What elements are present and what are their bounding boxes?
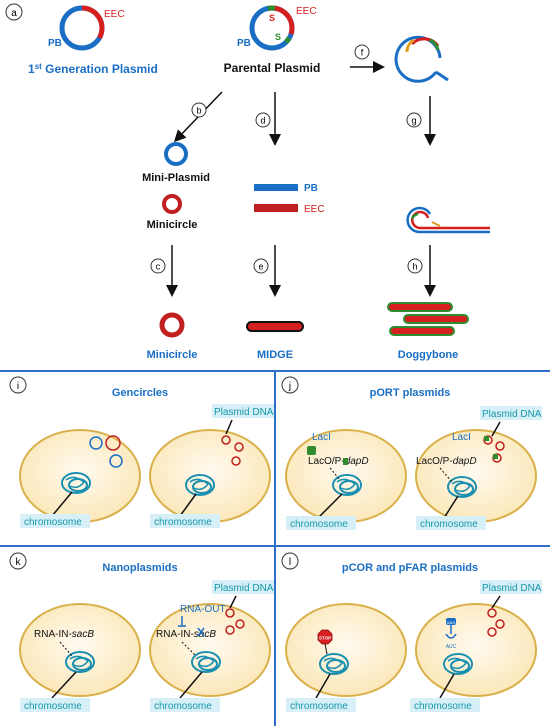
chromosome-i-1	[61, 472, 91, 494]
first-gen-plasmid: EEC PB	[48, 5, 125, 51]
svg-text:PB: PB	[304, 183, 318, 194]
chromosome-j-1	[332, 474, 362, 496]
trna-icon: UAG AUC	[445, 618, 457, 650]
svg-text:LacI: LacI	[312, 432, 331, 443]
panel-i-title: Gencircles	[112, 387, 168, 399]
label-j: j	[281, 376, 299, 394]
svg-text:a: a	[11, 8, 17, 19]
minicircle-icon	[162, 194, 182, 214]
label-i: i	[9, 376, 27, 394]
svg-text:RNA-IN-sacB: RNA-IN-sacB	[156, 629, 216, 640]
label-h: h	[407, 258, 423, 274]
svg-text:EEC: EEC	[296, 6, 317, 17]
svg-text:d: d	[260, 116, 265, 126]
svg-text:AUC: AUC	[446, 644, 457, 650]
svg-text:f: f	[361, 48, 364, 58]
stop-sign-icon: STOP	[317, 629, 333, 655]
svg-text:chromosome: chromosome	[24, 701, 82, 712]
panel-k-title: Nanoplasmids	[102, 562, 177, 574]
mini-plasmid-icon	[164, 142, 188, 166]
svg-text:k: k	[16, 557, 22, 568]
mini-plasmid-label: Mini-Plasmid	[142, 172, 210, 184]
svg-text:PB: PB	[237, 38, 251, 49]
svg-text:S: S	[275, 32, 281, 42]
hairpin-linear	[406, 206, 490, 234]
pb-label: PB	[48, 38, 62, 49]
doggybone-icon	[387, 302, 469, 336]
svg-text:Plasmid DNA: Plasmid DNA	[482, 409, 542, 420]
svg-text:j: j	[288, 381, 291, 392]
svg-text:chromosome: chromosome	[290, 519, 348, 530]
label-d: d	[255, 112, 271, 128]
cell-l-1	[285, 603, 407, 697]
eec-label: EEC	[104, 9, 125, 20]
chromosome-l-1	[319, 653, 349, 675]
svg-text:b: b	[196, 106, 201, 116]
cell-k-2	[149, 603, 271, 697]
hairpin-plasmid	[394, 35, 449, 83]
svg-text:Plasmid DNA: Plasmid DNA	[214, 407, 274, 418]
svg-text:chromosome: chromosome	[24, 517, 82, 528]
chromosome-l-2	[443, 653, 473, 675]
cell-k-1	[19, 603, 141, 697]
panel-l-title: pCOR and pFAR plasmids	[342, 562, 478, 574]
cell-i-1	[19, 429, 141, 523]
svg-text:chromosome: chromosome	[154, 701, 212, 712]
first-gen-title: 1st Generation Plasmid	[28, 62, 158, 76]
midge-label: MIDGE	[257, 349, 293, 361]
cell-l-2	[415, 603, 537, 697]
chromosome-i-2	[185, 474, 215, 496]
svg-text:S: S	[269, 13, 275, 23]
svg-text:h: h	[412, 262, 417, 272]
svg-text:EEC: EEC	[304, 204, 325, 215]
svg-text:c: c	[156, 262, 161, 272]
minicircle-result-icon	[159, 312, 185, 338]
svg-text:LacO/P-dapD: LacO/P-dapD	[416, 456, 477, 467]
midge-icon	[246, 321, 304, 332]
svg-text:RNA-OUT: RNA-OUT	[180, 604, 226, 615]
doggybone-label: Doggybone	[398, 349, 459, 361]
label-k: k	[9, 552, 27, 570]
eec-bar	[254, 204, 298, 212]
pb-bar	[254, 184, 298, 191]
svg-text:LacI: LacI	[452, 432, 471, 443]
label-c: c	[150, 258, 166, 274]
label-b: b	[191, 102, 207, 118]
svg-text:RNA-IN-sacB: RNA-IN-sacB	[34, 629, 94, 640]
minicircle-label: Minicircle	[147, 219, 198, 231]
svg-text:chromosome: chromosome	[420, 519, 478, 530]
svg-text:LacO/P-dapD: LacO/P-dapD	[308, 456, 369, 467]
chromosome-k-2	[191, 651, 221, 673]
panel-j-title: pORT plasmids	[370, 387, 451, 399]
laci-protein-icon	[307, 446, 316, 455]
svg-text:chromosome: chromosome	[154, 517, 212, 528]
chromosome-k-1	[65, 651, 95, 673]
chromosome-j-2	[447, 476, 477, 498]
parental-title: Parental Plasmid	[224, 61, 321, 75]
svg-text:g: g	[411, 116, 416, 126]
svg-text:Plasmid DNA: Plasmid DNA	[214, 583, 274, 594]
minicircle-result-label: Minicircle	[147, 349, 198, 361]
label-e: e	[253, 258, 269, 274]
svg-text:chromosome: chromosome	[290, 701, 348, 712]
parental-plasmid: S S EEC PB	[237, 5, 317, 51]
cell-j-2	[415, 429, 537, 523]
svg-text:STOP: STOP	[319, 636, 331, 641]
svg-text:l: l	[289, 557, 291, 568]
svg-text:chromosome: chromosome	[414, 701, 472, 712]
svg-text:UAG: UAG	[447, 620, 456, 625]
label-a: a	[5, 3, 23, 21]
label-g: g	[406, 112, 422, 128]
label-f: f	[354, 44, 370, 60]
svg-text:e: e	[258, 262, 263, 272]
cell-i-2	[149, 429, 271, 523]
svg-text:Plasmid DNA: Plasmid DNA	[482, 583, 542, 594]
label-l: l	[281, 552, 299, 570]
svg-text:i: i	[17, 381, 19, 392]
